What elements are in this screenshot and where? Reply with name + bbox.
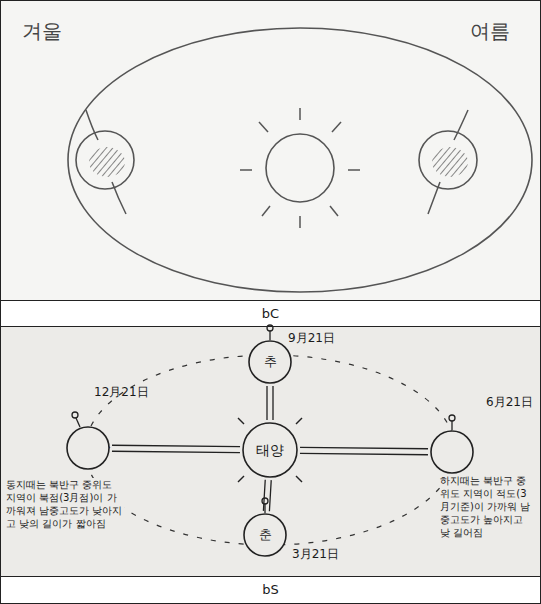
circle <box>419 131 477 189</box>
circle <box>431 431 473 473</box>
circle-label: 태양 <box>256 442 284 458</box>
circle <box>76 131 134 189</box>
sun-circle: 태양 <box>242 422 298 478</box>
circle <box>244 514 286 556</box>
note: 동지때는 북반구 중위도 지역이 북점(3月점)이 가까워져 남중고도가 낮아지… <box>6 478 124 530</box>
sun-rays <box>238 418 302 482</box>
observer-mark <box>72 325 455 513</box>
light-ray <box>263 480 271 511</box>
date-heading: 6月21日 <box>486 396 533 410</box>
earth-circle: 겨울 <box>75 130 135 190</box>
earth-circle: 춘3月21日 <box>243 513 287 557</box>
date-heading: 여름 <box>470 20 510 43</box>
caption: bS <box>0 577 541 603</box>
date-heading: 3月21日 <box>292 548 339 562</box>
shading <box>432 147 468 177</box>
circle-outline <box>75 130 135 190</box>
sun-rays <box>240 108 360 228</box>
circle-label: 춘 <box>259 528 272 543</box>
circle <box>243 423 297 477</box>
circle <box>249 341 291 383</box>
circle-outline <box>66 426 110 470</box>
earth-circle: 여름 <box>418 130 478 190</box>
panel-ground <box>1 327 540 576</box>
date-heading: 겨울 <box>22 20 62 43</box>
shading <box>89 147 125 177</box>
date-heading: 9月21日 <box>288 332 335 346</box>
circle <box>67 427 109 469</box>
circle-outline <box>418 130 478 190</box>
earth-circle: 9月21日추 <box>248 340 292 384</box>
circle-outline <box>430 430 474 474</box>
earth-circle: 6月21日 <box>430 430 474 474</box>
light-ray <box>267 386 273 420</box>
orbit <box>68 28 532 292</box>
date-heading: 12月21日 <box>94 386 149 400</box>
circle-label: 추 <box>264 355 277 370</box>
light-ray <box>300 447 428 454</box>
light-ray <box>112 445 240 452</box>
sun-symbol <box>266 134 334 202</box>
earth-axis <box>86 110 468 214</box>
panel-ground <box>1 1 540 300</box>
caption: bC <box>0 301 541 326</box>
earth-circle: 12月21日 <box>66 426 110 470</box>
note: 하지때는 북반구 중위도 지역이 적도(3月기준)이 가까워 남중고도가 높아지… <box>440 474 536 539</box>
